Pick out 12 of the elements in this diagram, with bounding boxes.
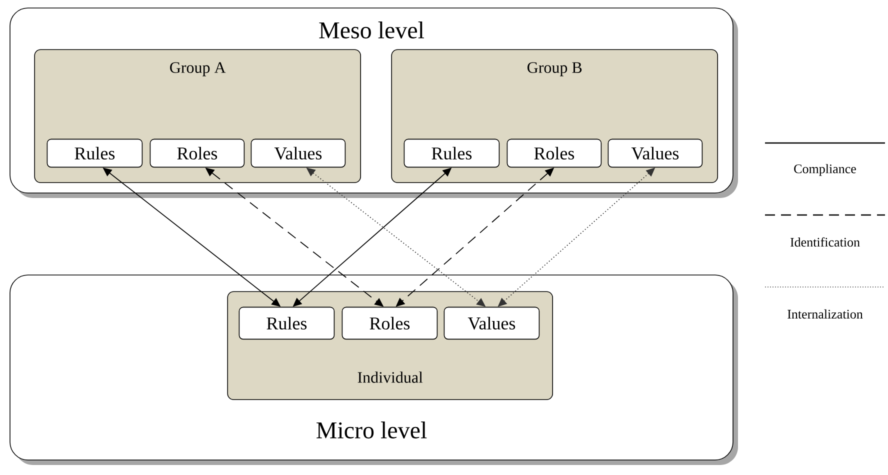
legend-text: Compliance xyxy=(794,164,856,176)
item-box: Roles xyxy=(506,138,602,168)
legend-text: Internalization xyxy=(788,309,863,319)
item-box: Rules xyxy=(46,138,143,168)
legend-text: Identification xyxy=(790,237,860,247)
item-box: Roles xyxy=(150,138,245,168)
item-box: Rules xyxy=(404,138,500,168)
item-box: Values xyxy=(608,138,703,168)
item-box: Roles xyxy=(342,306,438,340)
item-box: Values xyxy=(444,306,540,340)
item-box: Values xyxy=(250,138,346,168)
item-box: Rules xyxy=(238,306,335,340)
